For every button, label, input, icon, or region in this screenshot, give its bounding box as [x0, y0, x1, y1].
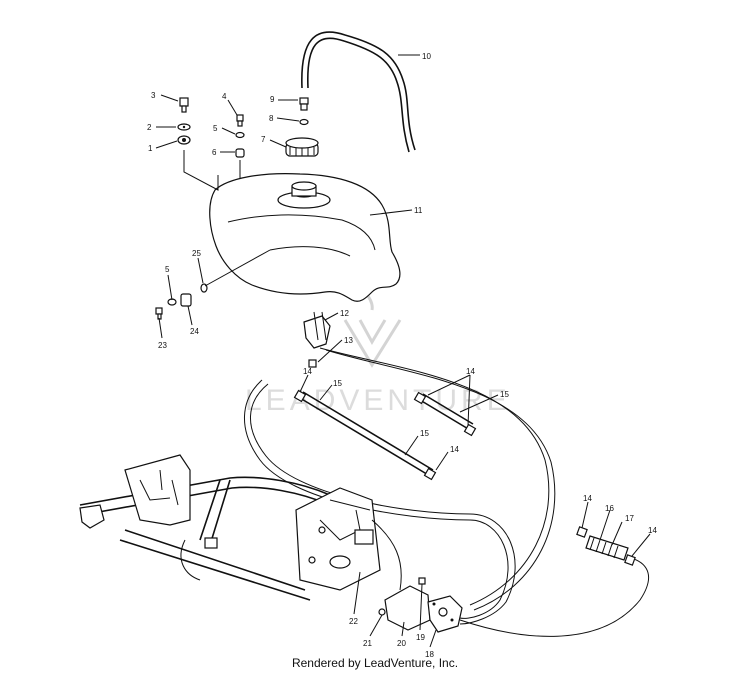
- tank-mount-fasteners: [177, 97, 309, 191]
- vehicle-frame: [79, 454, 402, 601]
- callout-23: 23: [158, 341, 167, 350]
- callout-15-right: 15: [500, 390, 509, 399]
- callout-20: 20: [397, 639, 406, 648]
- callout-5-top: 5: [213, 124, 218, 133]
- callout-7: 7: [261, 135, 266, 144]
- callout-14-middle: 14: [450, 445, 459, 454]
- callout-4: 4: [222, 92, 227, 101]
- fuel-filter: [576, 526, 636, 566]
- callout-13: 13: [344, 336, 353, 345]
- callout-2: 2: [147, 123, 152, 132]
- callout-14-upper-right: 14: [466, 367, 475, 376]
- callout-12: 12: [340, 309, 349, 318]
- callout-numbers: 3 2 1 4 5 6 9 8 7 10 11 12 13 14 15 14 1…: [147, 52, 657, 659]
- fuel-pump: [378, 577, 463, 633]
- callout-15-left: 15: [333, 379, 342, 388]
- callout-21: 21: [363, 639, 372, 648]
- leadventure-watermark: LEADVENTURE: [245, 268, 511, 417]
- callout-24: 24: [190, 327, 199, 336]
- callout-14-left: 14: [303, 367, 312, 376]
- callout-5-bottom: 5: [165, 265, 170, 274]
- callout-14-filter-right: 14: [648, 526, 657, 535]
- leader-lines: [155, 54, 651, 648]
- callout-18: 18: [425, 650, 434, 659]
- callout-8: 8: [269, 114, 274, 123]
- callout-15-middle: 15: [420, 429, 429, 438]
- callout-19: 19: [416, 633, 425, 642]
- callout-14-filter-left: 14: [583, 494, 592, 503]
- callout-17: 17: [625, 514, 634, 523]
- callout-1: 1: [148, 144, 153, 153]
- callout-6: 6: [212, 148, 217, 157]
- watermark-brand: LEADVENTURE: [245, 384, 511, 417]
- fuel-valve: [303, 311, 331, 368]
- vent-hose: [301, 31, 416, 153]
- callout-11: 11: [414, 206, 423, 215]
- callout-22: 22: [349, 617, 358, 626]
- callout-9: 9: [270, 95, 275, 104]
- gas-cap: [285, 137, 319, 157]
- lower-mount-fasteners: [155, 249, 271, 320]
- footer-credit: Rendered by LeadVenture, Inc.: [292, 656, 458, 670]
- fuel-lines: [244, 347, 650, 637]
- callout-3: 3: [151, 91, 156, 100]
- callout-10: 10: [422, 52, 431, 61]
- callout-16: 16: [605, 504, 614, 513]
- callout-25: 25: [192, 249, 201, 258]
- fuel-tank: [209, 173, 401, 302]
